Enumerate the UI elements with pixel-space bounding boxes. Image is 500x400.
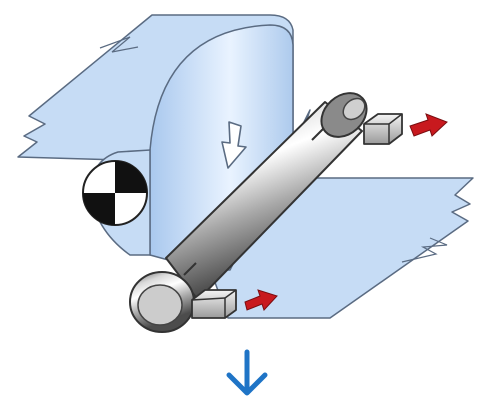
feed-drum (82, 149, 151, 256)
upper-web-sheet-tear (99, 36, 139, 53)
roller-end-block-left (191, 289, 237, 319)
pressure-roller (129, 92, 368, 333)
down-press-arrow (221, 121, 247, 169)
roller-end-block-right (363, 113, 403, 145)
blue-down-arrow-icon (226, 349, 268, 396)
red-arrow-right-icon (244, 289, 278, 311)
lower-web-sheet-jagged-edge (401, 237, 448, 263)
red-arrow-right-icon (409, 113, 448, 137)
